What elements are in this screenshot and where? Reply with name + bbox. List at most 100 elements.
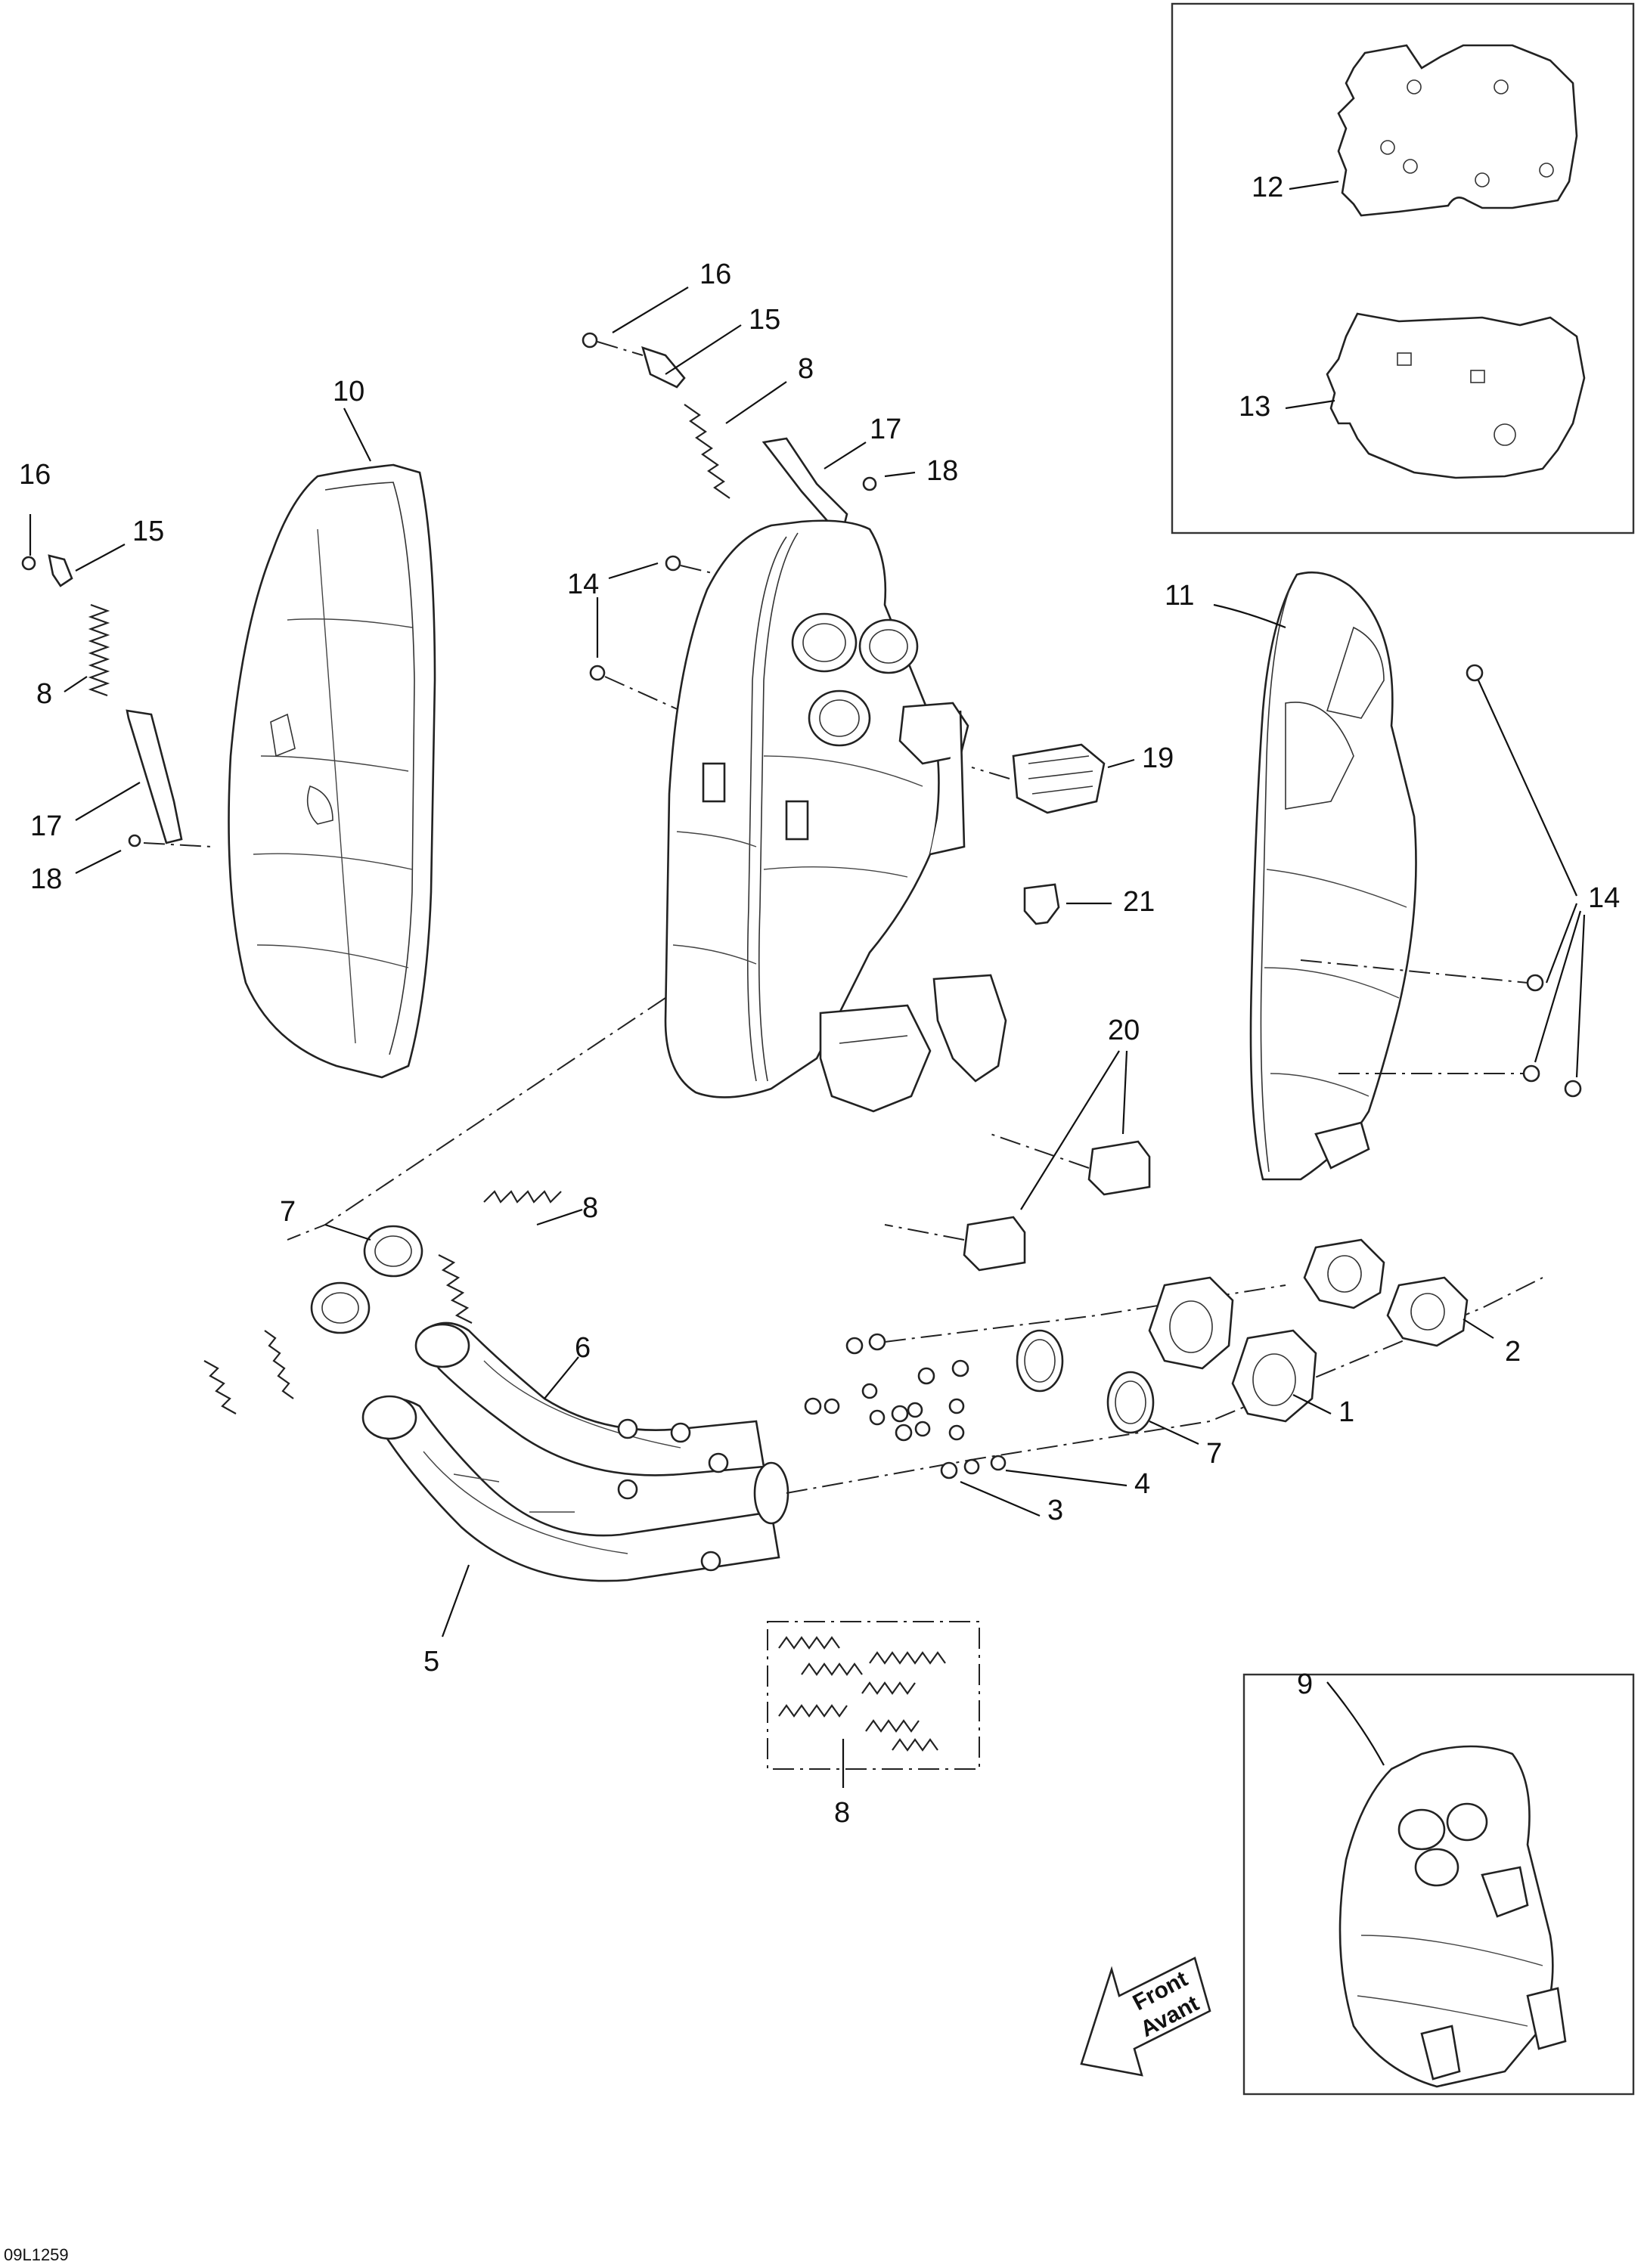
exhaust-flange-1-b-bore <box>1252 1353 1296 1406</box>
bolt-3 <box>940 1461 958 1479</box>
exhaust-flange-1-a-bore <box>1169 1300 1213 1353</box>
heat-shield-10-rim <box>324 482 415 1055</box>
callout-17-top: 17 <box>870 414 901 445</box>
leader-line <box>884 471 916 478</box>
muffler-contour <box>763 866 908 878</box>
front-arrow-shape <box>1080 1957 1211 2077</box>
assembled-muffler-9-drawing <box>1338 1745 1554 2088</box>
kit-spring <box>869 1651 946 1665</box>
callout-8-kit: 8 <box>834 1797 850 1829</box>
callout-7-left: 7 <box>280 1196 296 1228</box>
leader-line <box>75 544 126 572</box>
grommet-14-b <box>589 665 606 681</box>
callout-10: 10 <box>333 376 364 407</box>
seal-ring-7-c-inner <box>1024 1339 1056 1383</box>
heat-shield-10-contour <box>287 618 413 628</box>
leader-line <box>612 287 689 333</box>
spring-kit-frame <box>767 1621 980 1770</box>
pipe-hook <box>708 1452 729 1473</box>
seal-ring-7-d <box>1106 1371 1155 1434</box>
bolt <box>824 1398 840 1414</box>
exhaust-gasket-2-b-bore <box>1410 1293 1445 1331</box>
bracket-15-left <box>48 554 73 587</box>
exhaust-pipe-5-drawing <box>369 1397 780 1582</box>
heat-shield-left-assembly: 10 16 15 8 17 18 <box>19 376 436 1079</box>
exhaust-gasket-2-b <box>1386 1276 1469 1347</box>
heat-shield-11-drawing <box>1249 571 1417 1181</box>
callout-8-pipes: 8 <box>582 1192 598 1224</box>
heat-shield-right-assembly: 11 14 <box>1165 571 1620 1181</box>
kit-spring <box>801 1662 863 1676</box>
callout-18-left: 18 <box>30 863 62 895</box>
spring-8-left <box>88 603 110 697</box>
heat-shield-11-contour <box>1270 1073 1369 1097</box>
pipe-hook <box>617 1479 638 1500</box>
bolt <box>861 1383 878 1399</box>
grommet-14-a <box>665 555 681 572</box>
seal-ring-7-b-inner <box>321 1292 359 1324</box>
bolt <box>891 1405 909 1423</box>
callout-15-left: 15 <box>132 516 164 547</box>
pipe-hook <box>700 1551 721 1572</box>
bolt <box>804 1397 822 1415</box>
inset-gaskets: 12 13 <box>1171 2 1635 534</box>
assembled-muffler-outlet <box>1414 1848 1459 1887</box>
leader-line <box>1149 1421 1199 1445</box>
exhaust-pipe-6-flange <box>414 1323 470 1368</box>
spring-8-top <box>684 404 730 499</box>
assembled-muffler-outlet <box>1446 1802 1488 1842</box>
callout-15-top: 15 <box>749 304 780 336</box>
bracket-15-top <box>641 345 686 389</box>
callout-20: 20 <box>1108 1015 1140 1046</box>
rubber-mount-19 <box>1012 743 1106 814</box>
pipe-hook <box>670 1422 691 1443</box>
spring-8-d <box>203 1360 237 1414</box>
assembly-path <box>597 341 644 356</box>
assembly-path <box>143 842 212 847</box>
leader-line <box>1121 1050 1128 1135</box>
bolt <box>951 1359 969 1377</box>
assembly-path <box>971 767 1010 779</box>
callout-16-top: 16 <box>699 259 731 290</box>
rubber-mount-19-ribs <box>1028 755 1093 795</box>
leader-line <box>1107 758 1135 769</box>
rubber-pad-20-a <box>963 1216 1026 1272</box>
kit-spring <box>892 1738 938 1752</box>
gasket-12-hole <box>1380 140 1395 155</box>
heat-shield-10-drawing <box>228 463 436 1079</box>
exhaust-gasket-2-a <box>1303 1238 1385 1309</box>
heat-shield-11-cutout <box>1326 626 1385 719</box>
seal-ring-7-d-inner <box>1115 1380 1146 1424</box>
muffler-outlet <box>858 618 919 674</box>
callout-3: 3 <box>1047 1495 1063 1526</box>
seal-ring-7-b <box>310 1281 371 1334</box>
bolt-3 <box>963 1458 980 1475</box>
assembly-path <box>990 1133 1090 1169</box>
gasket-13-slot <box>1470 370 1485 383</box>
leader-line <box>1545 903 1578 984</box>
callout-1: 1 <box>1338 1396 1354 1428</box>
bolt-group <box>804 1333 1007 1479</box>
inset-frame-gaskets <box>1171 2 1635 534</box>
leader-line <box>665 324 742 375</box>
callout-13: 13 <box>1239 391 1270 423</box>
muffler-outlet-inner <box>869 629 908 664</box>
exhaust-flange-1-b <box>1231 1329 1317 1423</box>
exhaust-pipes-assembly: 7 8 6 5 <box>203 1190 789 1678</box>
callout-19: 19 <box>1142 742 1174 774</box>
exhaust-pipe-6-contour <box>483 1360 681 1448</box>
callout-6: 6 <box>575 1332 591 1364</box>
muffler-bracket-arm <box>929 710 966 856</box>
callout-14-right: 14 <box>1588 882 1620 914</box>
leader-line <box>1575 914 1586 1078</box>
washer-4 <box>990 1455 1007 1471</box>
assembly-path <box>680 565 719 575</box>
kit-spring <box>778 1636 840 1650</box>
gasket-12-drawing <box>1337 44 1578 217</box>
callout-8-top: 8 <box>798 353 814 385</box>
seal-ring-7-a <box>363 1225 423 1278</box>
grommet-14-c <box>1466 664 1484 682</box>
exhaust-gasket-2-a-bore <box>1327 1255 1362 1293</box>
muffler-outlet-inner <box>819 699 860 737</box>
callout-17-left: 17 <box>30 810 62 842</box>
